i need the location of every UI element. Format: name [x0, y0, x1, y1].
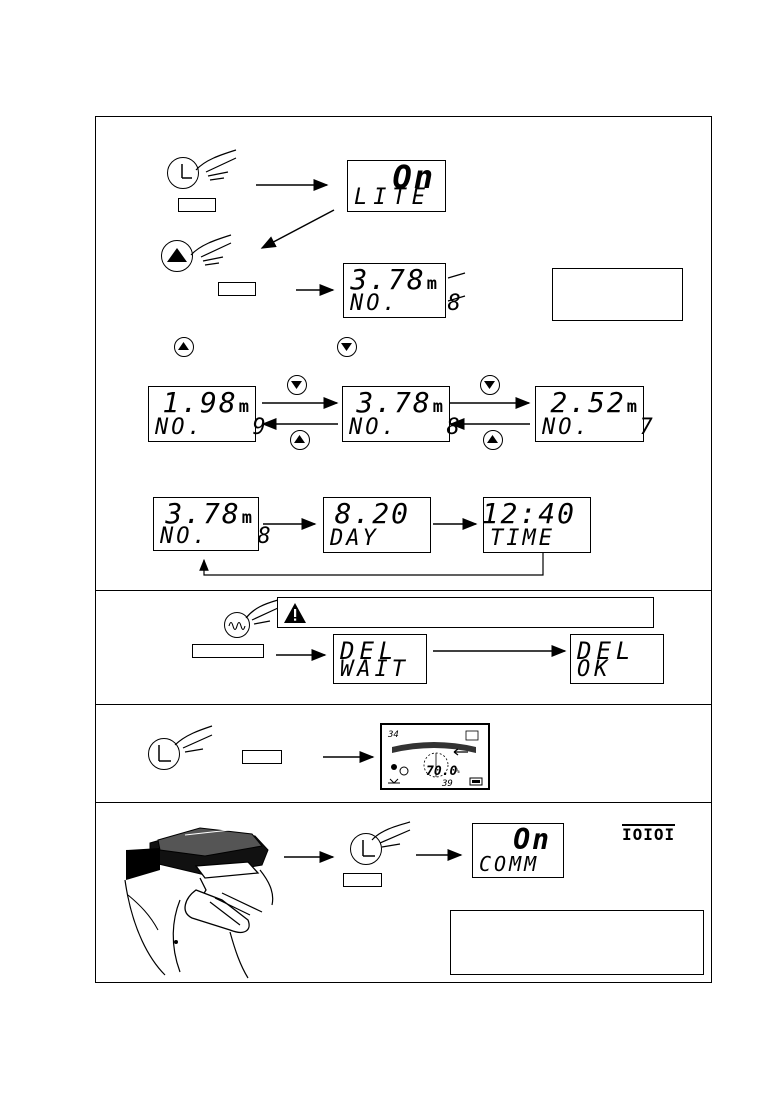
lcd-date-label: DAY — [330, 526, 379, 551]
warning-box — [277, 597, 654, 628]
lcd-measure-screen: 34 70.0 % 39 — [380, 723, 490, 790]
lcd-value: 3.78m — [356, 386, 445, 419]
measure-button-label — [242, 750, 282, 764]
warning-icon — [284, 603, 306, 623]
lcd-cycle-reading: 3.78m NO. 8 — [153, 497, 271, 551]
note-box — [552, 268, 683, 321]
comm-button-label — [343, 873, 382, 887]
lcd-line1: On — [513, 823, 551, 856]
down-arrow-icon[interactable] — [480, 375, 500, 395]
lcd-value: 3.78m — [350, 263, 439, 296]
clock-button-icon[interactable] — [148, 738, 180, 770]
lcd-line2: COMM — [479, 852, 540, 876]
up-arrow-icon[interactable] — [174, 337, 194, 357]
lcd-record-no: NO. 7 — [542, 415, 656, 440]
lcd-time-label: TIME — [490, 526, 555, 551]
lcd-record-no: NO. 8 — [160, 524, 274, 549]
comm-status-icon: IOIOI — [622, 824, 676, 844]
section-divider — [95, 802, 712, 803]
lcd-line1: On — [392, 158, 435, 196]
lcd-record-current: 3.78m NO. 8 — [342, 386, 460, 442]
lcd-line2: OK — [577, 657, 612, 682]
lcd-line1: DEL — [577, 637, 636, 665]
section-divider — [95, 590, 712, 591]
lcd-cycle-time: 12:40 TIME — [481, 497, 591, 553]
lcd-date: 8.20 — [334, 497, 410, 530]
lcd-light-on: On LITE — [347, 160, 446, 212]
delete-button-label — [192, 644, 264, 658]
manual-frame — [95, 116, 712, 983]
lcd-del-wait: DEL WAIT — [333, 634, 427, 684]
lcd-cycle-date: 8.20 DAY — [323, 497, 431, 553]
up-button-label — [218, 282, 256, 296]
light-button-label — [178, 198, 216, 212]
comm-note-box — [450, 910, 704, 975]
lcd-line2: WAIT — [340, 657, 409, 682]
down-arrow-icon[interactable] — [287, 375, 307, 395]
lcd-comm-on: On COMM — [472, 823, 564, 878]
lcd-record-next: 2.52m NO. 7 — [535, 386, 653, 442]
lcd-value: 3.78m — [165, 497, 254, 530]
lcd-record-no: NO. 9 — [155, 415, 269, 440]
lcd-line2: LITE — [354, 185, 431, 210]
lcd-value: 2.52m — [550, 386, 639, 419]
up-arrow-icon[interactable] — [290, 430, 310, 450]
percent-value: 70.0 — [426, 764, 457, 779]
up-arrow-icon[interactable] — [161, 240, 193, 272]
lcd-record-no: NO. 8 — [350, 291, 464, 316]
lcd-line1: DEL — [340, 637, 399, 665]
lcd-value: 1.98m — [162, 386, 251, 419]
up-arrow-icon[interactable] — [483, 430, 503, 450]
clock-button-icon[interactable] — [167, 157, 199, 189]
lcd-time: 12:40 — [481, 497, 576, 530]
lcd-record-no: NO. 8 — [349, 415, 463, 440]
lcd-record-prev: 1.98m NO. 9 — [148, 386, 266, 442]
down-arrow-icon[interactable] — [337, 337, 357, 357]
lcd-reading: 3.78m NO. 8 — [343, 263, 461, 318]
bottom-value: 39 — [441, 779, 453, 788]
section-divider — [95, 704, 712, 705]
clock-button-icon[interactable] — [350, 833, 382, 865]
wave-icon[interactable] — [224, 612, 250, 638]
top-left-value: 34 — [387, 730, 399, 740]
lcd-del-ok: DEL OK — [570, 634, 664, 684]
svg-text:%: % — [456, 768, 460, 775]
